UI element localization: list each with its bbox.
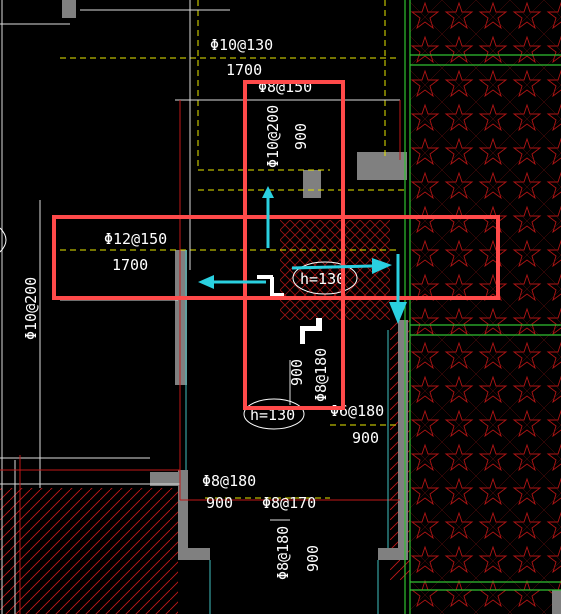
label-slab-h-2: h=130 bbox=[250, 406, 295, 424]
slab-ellipse-1 bbox=[292, 261, 358, 295]
label-len-900-d: 900 bbox=[304, 545, 322, 572]
arrow-up-icon bbox=[262, 186, 274, 248]
arrow-down-icon bbox=[389, 254, 407, 324]
cyan-lines bbox=[185, 250, 389, 614]
highlight-box-vertical bbox=[243, 80, 345, 410]
slab-markers bbox=[257, 275, 322, 344]
label-len-top: 1700 bbox=[226, 61, 262, 79]
slab-ellipse-2 bbox=[243, 398, 305, 430]
label-rebar-horiz: Φ12@150 bbox=[104, 230, 167, 248]
label-len-900-b: 900 bbox=[352, 429, 379, 447]
label-rebar-8-180-c: Φ8@180 bbox=[274, 526, 292, 580]
label-rebar-8-170: Φ8@170 bbox=[262, 494, 316, 512]
arrow-left-icon bbox=[198, 275, 266, 289]
label-rebar-8-180-b: Φ8@180 bbox=[202, 472, 256, 490]
label-len-900-c: 900 bbox=[206, 494, 233, 512]
label-rebar-left: Φ10@200 bbox=[22, 277, 40, 340]
slab-ellipse-left-edge bbox=[0, 227, 7, 253]
label-rebar-6-180: Φ6@180 bbox=[330, 402, 384, 420]
arrow-group bbox=[198, 186, 407, 324]
walls bbox=[62, 0, 561, 614]
label-len-vert-mid: 900 bbox=[292, 123, 310, 150]
hatch-region-bottom-left bbox=[0, 488, 178, 614]
hatch-region-center bbox=[280, 220, 390, 320]
label-slab-h-1: h=130 bbox=[300, 270, 345, 288]
label-rebar-top: Φ10@130 bbox=[210, 36, 273, 54]
guide-lines-green bbox=[404, 0, 561, 614]
label-rebar-8-180-a: Φ8@180 bbox=[312, 348, 330, 402]
label-len-horiz: 1700 bbox=[112, 256, 148, 274]
hatch-region-right bbox=[410, 0, 561, 614]
dimension-lines bbox=[0, 0, 400, 614]
arrow-right-icon bbox=[291, 258, 392, 274]
label-len-900-a: 900 bbox=[288, 359, 306, 386]
highlight-box-horizontal bbox=[52, 215, 500, 300]
label-rebar-vert-mid: Φ10@200 bbox=[264, 105, 282, 168]
